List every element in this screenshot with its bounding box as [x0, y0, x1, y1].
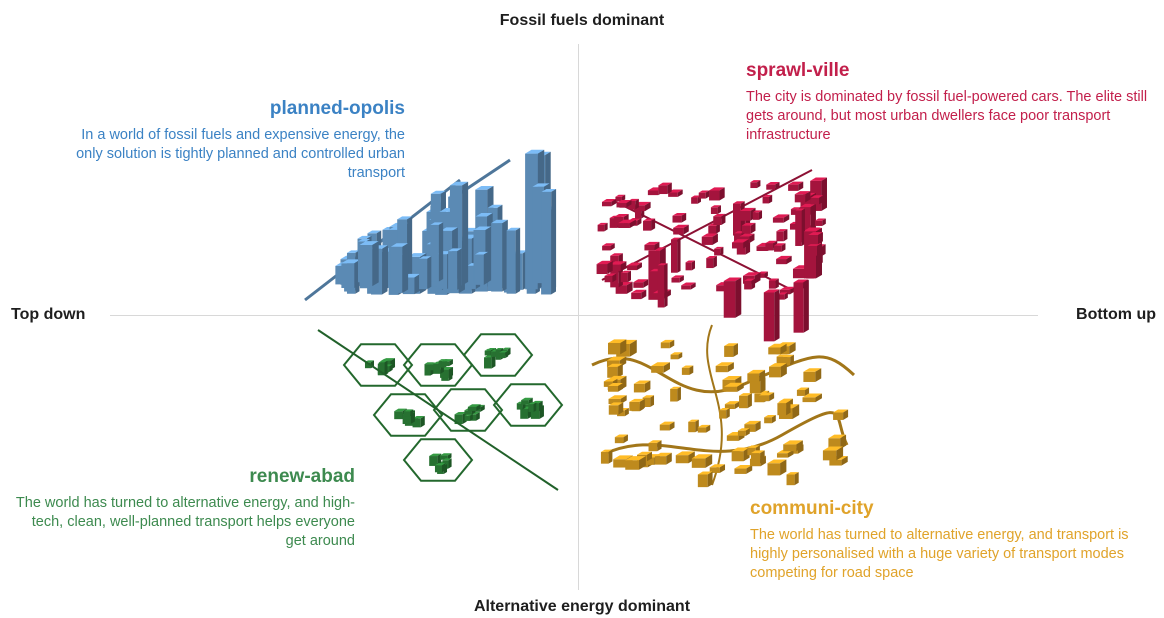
quadrant-description-planned-opolis: In a world of fossil fuels and expensive…	[76, 127, 405, 181]
horizontal-axis-line	[110, 315, 1038, 316]
quadrant-title-sprawl-ville: sprawl-ville	[746, 60, 850, 81]
axis-label-top: Fossil fuels dominant	[499, 12, 665, 29]
axis-label-left: Top down	[11, 306, 86, 323]
renew-abad-illustration	[317, 329, 564, 491]
quadrant-description-sprawl-ville: The city is dominated by fossil fuel-pow…	[746, 89, 1148, 143]
sprawl-ville-illustration	[596, 169, 827, 342]
axis-label-right: Bottom up	[1076, 306, 1156, 323]
planned-opolis-illustration	[304, 149, 557, 302]
quadrant-description-communi-city: The world has turned to alternative ener…	[750, 527, 1129, 581]
quadrant-description-renew-abad: The world has turned to alternative ener…	[15, 495, 355, 549]
communi-city-illustration	[591, 324, 856, 488]
quadrant-title-renew-abad: renew-abad	[249, 466, 355, 487]
quadrant-title-planned-opolis: planned-opolis	[269, 98, 405, 119]
vertical-axis-line	[578, 44, 579, 590]
quadrant-title-communi-city: communi-city	[750, 498, 874, 519]
axis-label-bottom: Alternative energy dominant	[473, 598, 691, 615]
